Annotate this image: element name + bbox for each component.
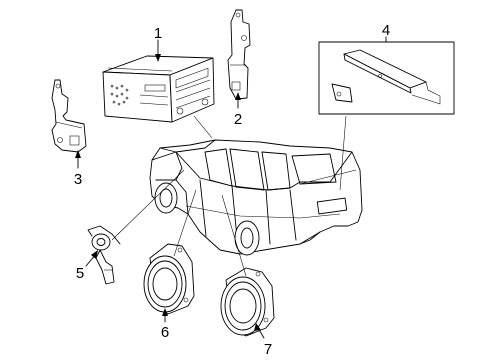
callout-2-label: 2 — [234, 111, 242, 128]
door-speaker-6-icon — [143, 243, 195, 315]
bracket-3-icon — [51, 79, 87, 153]
callout-5-label: 5 — [76, 265, 84, 282]
amplifier-inset-box — [318, 41, 455, 115]
callout-1-label: 1 — [154, 25, 162, 42]
vehicle-icon — [149, 139, 363, 256]
door-speaker-7-icon — [220, 267, 275, 337]
callout-6-label: 6 — [161, 324, 169, 341]
callout-4-label: 4 — [382, 22, 390, 39]
callout-3-label: 3 — [74, 171, 82, 188]
amplifier-module-icon — [331, 49, 441, 105]
radio-head-unit-icon — [102, 55, 215, 123]
bracket-2-icon — [227, 9, 251, 100]
leader-lines — [75, 36, 387, 339]
callout-7-label: 7 — [264, 341, 272, 358]
